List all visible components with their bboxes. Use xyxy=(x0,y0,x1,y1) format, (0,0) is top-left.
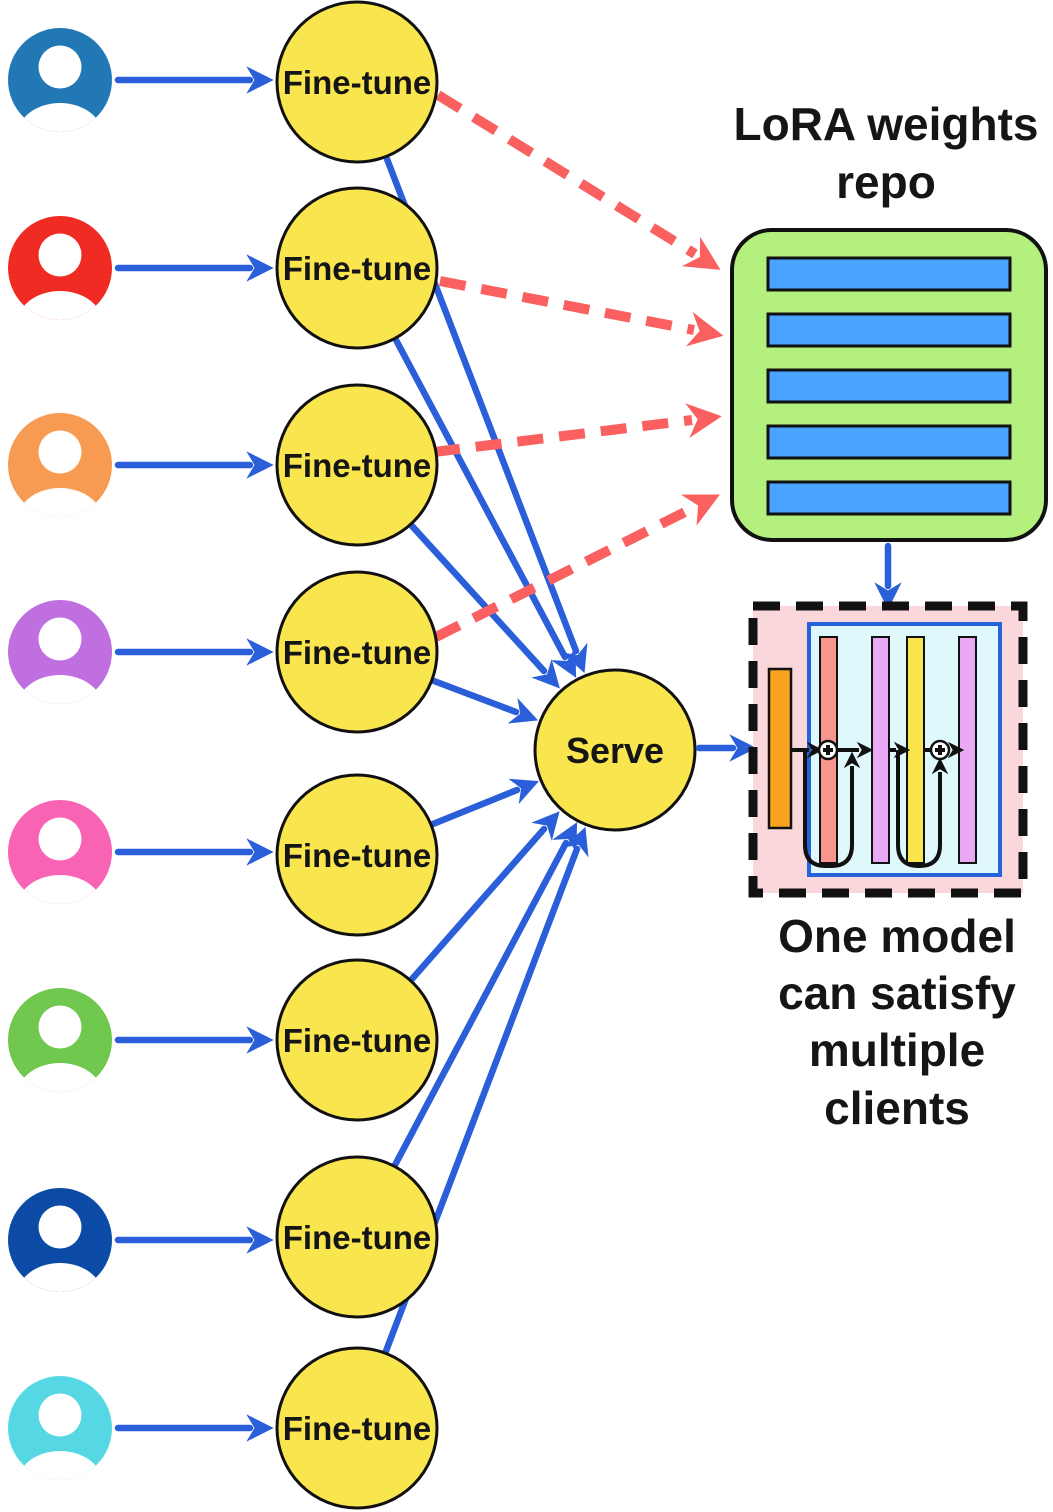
user-icon-5 xyxy=(8,800,112,904)
arrow-finetune2-serve xyxy=(392,336,577,678)
user-6-body xyxy=(18,1063,102,1092)
embedding-bar xyxy=(767,667,793,830)
user-icon-1 xyxy=(8,28,112,132)
finetune-4-label: Fine-tune xyxy=(283,634,431,671)
user-8-body xyxy=(18,1451,102,1480)
repo-title-line1: LoRA weights xyxy=(734,98,1039,150)
finetune-3-label: Fine-tune xyxy=(283,447,431,484)
finetune-node-6: Fine-tune xyxy=(275,958,439,1122)
finetune-nodes: Fine-tune Fine-tune Fine-tune Fine-tune … xyxy=(275,0,439,1510)
finetune-2-label: Fine-tune xyxy=(283,250,431,287)
user-icon-2 xyxy=(8,216,112,320)
serve-node: Serve xyxy=(533,668,697,832)
arrow-finetune4-repo xyxy=(433,494,720,642)
lora-weights-repo: LoRA weights repo xyxy=(730,98,1048,542)
finetune-node-4: Fine-tune xyxy=(275,570,439,734)
user-icon-8 xyxy=(8,1376,112,1480)
finetune-node-8: Fine-tune xyxy=(275,1346,439,1510)
caption: One model can satisfy multiple clients xyxy=(778,910,1016,1134)
arrow-finetune7-serve xyxy=(391,822,578,1169)
arrow-finetune4-serve xyxy=(430,677,539,724)
user-3-head xyxy=(38,430,82,474)
finetune-node-5: Fine-tune xyxy=(275,773,439,937)
user-5-body xyxy=(18,875,102,904)
caption-line4: clients xyxy=(824,1082,970,1134)
arrow-finetune1-repo xyxy=(435,90,721,270)
served-model xyxy=(748,601,1028,898)
user-7-head xyxy=(38,1205,82,1249)
finetune-5-label: Fine-tune xyxy=(283,837,431,874)
finetune-node-3: Fine-tune xyxy=(275,383,439,547)
user-icon-6 xyxy=(8,988,112,1092)
user-2-body xyxy=(18,291,102,320)
lora-weight-bar-2 xyxy=(766,312,1012,348)
finetune-node-2: Fine-tune xyxy=(275,186,439,350)
skip-connection-1 xyxy=(803,750,861,868)
finetune-8-label: Fine-tune xyxy=(283,1410,431,1447)
finetune-6-label: Fine-tune xyxy=(283,1022,431,1059)
user-5-head xyxy=(38,817,82,861)
lora-weight-bar-4 xyxy=(766,424,1012,460)
lora-weight-bar-1 xyxy=(766,256,1012,292)
user-3-body xyxy=(18,488,102,517)
user-icon-3 xyxy=(8,413,112,517)
user-4-body xyxy=(18,675,102,704)
user-1-head xyxy=(38,45,82,89)
caption-line3: multiple xyxy=(809,1024,985,1076)
lora-weight-bar-3 xyxy=(766,368,1012,404)
add-operator-2 xyxy=(929,739,951,761)
user-1-body xyxy=(18,103,102,132)
arrow-finetune3-repo xyxy=(433,403,722,457)
finetune-to-repo-arrows xyxy=(433,90,724,642)
user-icon-7 xyxy=(8,1188,112,1292)
skip-connection-2 xyxy=(896,750,949,869)
add-operator-1 xyxy=(817,739,839,761)
user-2-head xyxy=(38,233,82,277)
layer-bar-violet-2 xyxy=(958,636,977,864)
user-6-head xyxy=(38,1005,82,1049)
layer-bar-yellow xyxy=(906,636,925,864)
finetune-7-label: Fine-tune xyxy=(283,1219,431,1256)
user-icon-4 xyxy=(8,600,112,704)
serve-label: Serve xyxy=(566,730,664,771)
layer-bar-violet-1 xyxy=(871,636,890,864)
arrow-finetune2-repo xyxy=(439,276,724,347)
user-to-finetune-arrows xyxy=(114,66,274,1442)
caption-line1: One model xyxy=(778,910,1016,962)
arrow-finetune5-serve xyxy=(429,778,539,828)
user-4-head xyxy=(38,617,82,661)
repo-title-line2: repo xyxy=(836,156,936,208)
user-7-body xyxy=(18,1263,102,1292)
arrow-finetune3-serve xyxy=(408,522,560,689)
finetune-node-1: Fine-tune xyxy=(275,0,439,164)
finetune-1-label: Fine-tune xyxy=(283,64,431,101)
caption-line2: can satisfy xyxy=(778,967,1016,1019)
user-8-head xyxy=(38,1393,82,1437)
lora-weight-bar-5 xyxy=(766,480,1012,516)
arrow-finetune6-serve xyxy=(408,811,560,983)
finetune-node-7: Fine-tune xyxy=(275,1155,439,1319)
